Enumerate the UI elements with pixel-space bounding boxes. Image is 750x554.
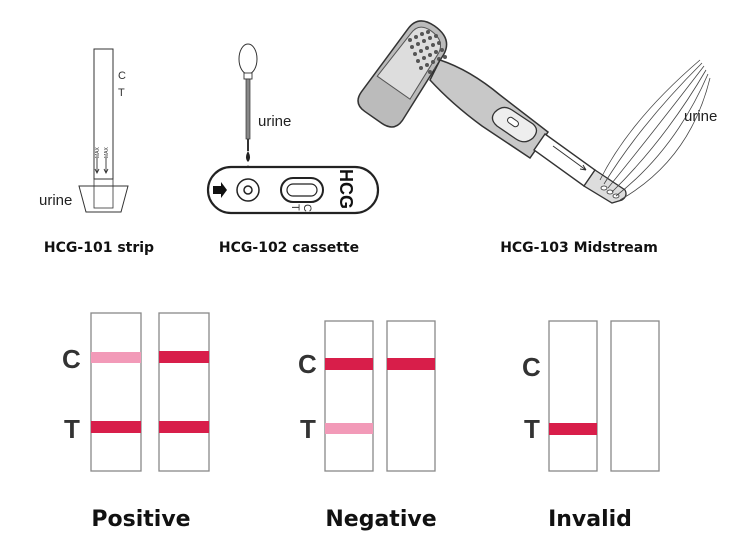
- strip-arrow-icon: [94, 158, 100, 175]
- negative-strip-2-control-line: [387, 358, 435, 370]
- negative-result: C T Negative: [298, 320, 437, 532]
- urine-cup-icon: [78, 185, 129, 213]
- negative-strip-1: [324, 320, 374, 472]
- tip-arrow-icon: [552, 145, 587, 171]
- urine-stream: [599, 59, 711, 201]
- negative-label: Negative: [325, 507, 436, 532]
- midstream-body: [429, 59, 550, 160]
- positive-result: C T Positive: [62, 312, 210, 532]
- strip-max-mark-2: MAX: [104, 147, 110, 159]
- positive-strip-1-test-line: [91, 421, 141, 433]
- dropper-bulb-icon: [238, 43, 258, 75]
- strip-c-label: C: [118, 70, 126, 82]
- negative-strip-1-control-line: [325, 358, 373, 370]
- positive-strip-2-control-line: [159, 351, 209, 363]
- invalid-c-label: C: [522, 352, 541, 382]
- positive-strip-2: [158, 312, 210, 472]
- invalid-t-label: T: [524, 414, 540, 444]
- cassette-urine-label: urine: [258, 113, 291, 130]
- cassette-c-label: C: [301, 204, 313, 212]
- cassette-illustration: urine C T HCG: [206, 43, 380, 215]
- cassette-t-label: T: [289, 204, 301, 211]
- arrow-right-icon: [213, 182, 227, 198]
- positive-c-label: C: [62, 344, 81, 374]
- positive-strip-2-test-line: [159, 421, 209, 433]
- strip-illustration: C T MAX MAX urine: [39, 48, 129, 213]
- drop-icon: [246, 151, 250, 162]
- strip-urine-label: urine: [39, 192, 72, 209]
- invalid-strip-2: [610, 320, 660, 472]
- negative-strip-2: [386, 320, 436, 472]
- strip-max-mark-1: MAX: [95, 147, 101, 159]
- cassette-brand: HCG: [336, 169, 356, 209]
- strip-t-label: T: [118, 87, 125, 99]
- invalid-label: Invalid: [548, 507, 632, 532]
- invalid-strip-1-test-line: [549, 423, 597, 435]
- positive-t-label: T: [64, 414, 80, 444]
- positive-strip-1: [90, 312, 142, 472]
- midstream-urine-label: urine: [684, 108, 717, 125]
- negative-t-label: T: [300, 414, 316, 444]
- strip-arrow-icon-2: [103, 158, 109, 175]
- midstream-caption: HCG-103 Midstream: [500, 240, 658, 256]
- invalid-result: C T Invalid: [522, 320, 660, 532]
- positive-label: Positive: [91, 507, 190, 532]
- negative-c-label: C: [298, 349, 317, 379]
- invalid-strip-1: [548, 320, 598, 472]
- strip-caption: HCG-101 strip: [44, 240, 154, 256]
- midstream-illustration: urine: [357, 20, 717, 204]
- negative-strip-1-test-line: [325, 423, 373, 434]
- absorbent-tip: [533, 133, 596, 187]
- positive-strip-1-control-line: [91, 352, 141, 363]
- cassette-caption: HCG-102 cassette: [219, 240, 359, 256]
